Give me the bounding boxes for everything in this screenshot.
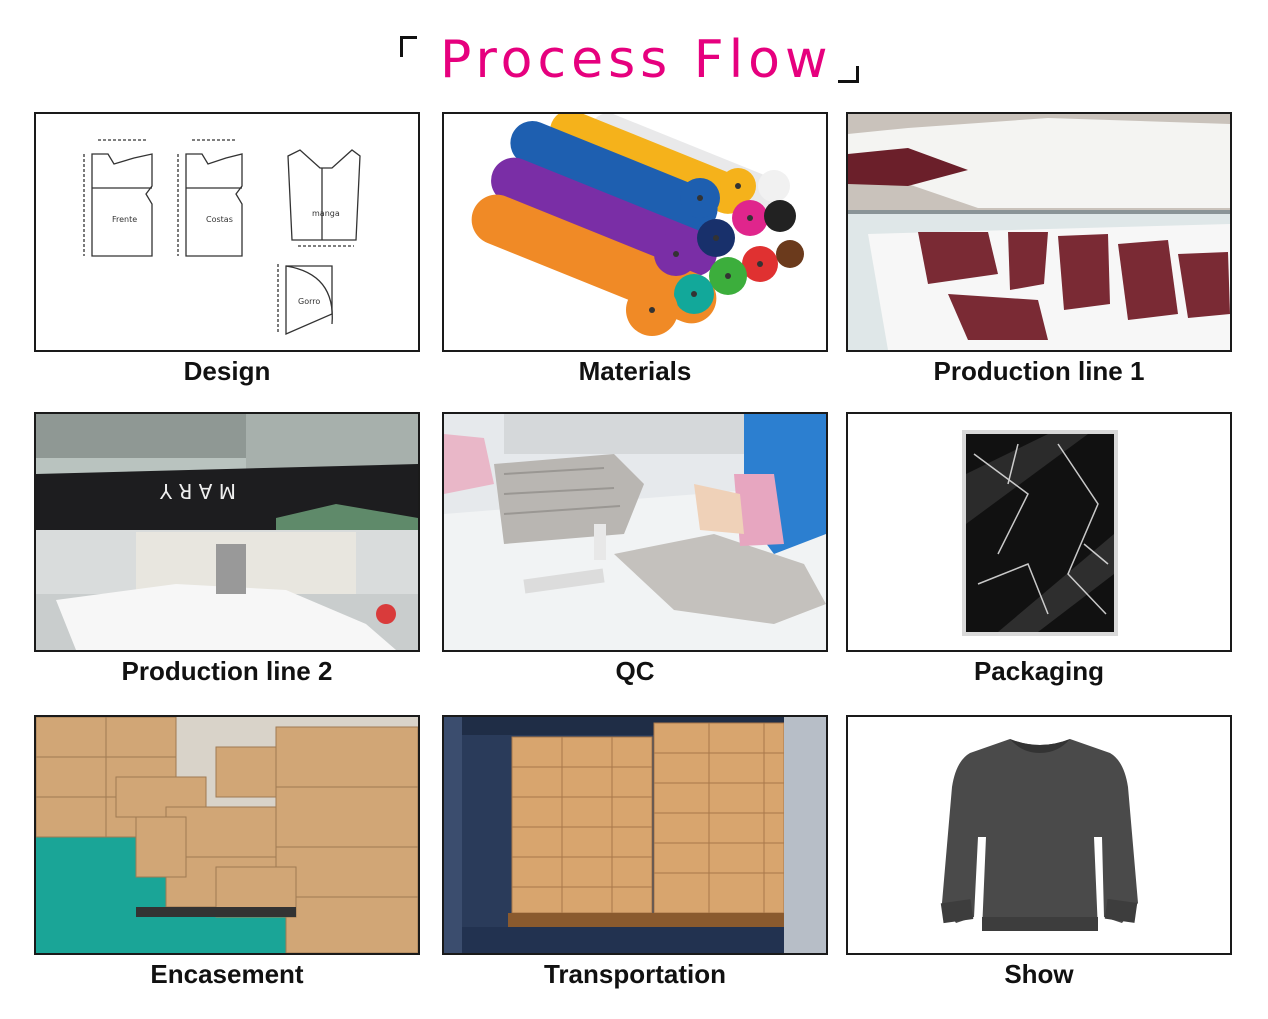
materials-image	[442, 112, 828, 352]
step-encasement: Encasement	[34, 715, 420, 989]
svg-text:manga: manga	[312, 209, 340, 218]
corner-bracket-right	[838, 66, 859, 83]
step-design: Frente Costas manga Gorro Design	[34, 112, 420, 386]
step-label: Encasement	[150, 959, 304, 989]
step-label: Packaging	[973, 656, 1105, 686]
page-title: Process Flow	[440, 30, 833, 90]
encasement-image	[34, 715, 420, 955]
step-label: Transportation	[543, 959, 726, 989]
show-image	[846, 715, 1232, 955]
svg-text:M A R Y: M A R Y	[159, 479, 236, 503]
svg-text:Frente: Frente	[112, 215, 137, 224]
step-label: Production line 2	[121, 656, 333, 686]
step-production-line-1: Production line 1	[846, 112, 1232, 386]
step-label: Show	[1004, 959, 1074, 989]
step-production-line-2: M A R Y Production line 2	[34, 412, 420, 686]
transportation-image	[442, 715, 828, 955]
svg-text:Costas: Costas	[206, 215, 233, 224]
production-line-2-image: M A R Y	[34, 412, 420, 652]
step-label: QC	[615, 656, 655, 686]
step-label: Design	[183, 356, 271, 386]
qc-image	[442, 412, 828, 652]
step-materials: Materials	[442, 112, 828, 386]
step-qc: QC	[442, 412, 828, 686]
design-image: Frente Costas manga Gorro	[34, 112, 420, 352]
step-label: Production line 1	[933, 356, 1145, 386]
step-transportation: Transportation	[442, 715, 828, 989]
production-line-1-image	[846, 112, 1232, 352]
step-packaging: Packaging	[846, 412, 1232, 686]
page-header: Process Flow	[0, 22, 1268, 92]
corner-bracket-left	[400, 36, 417, 57]
step-show: Show	[846, 715, 1232, 989]
step-label: Materials	[578, 356, 692, 386]
svg-text:Gorro: Gorro	[298, 297, 320, 306]
packaging-image	[846, 412, 1232, 652]
